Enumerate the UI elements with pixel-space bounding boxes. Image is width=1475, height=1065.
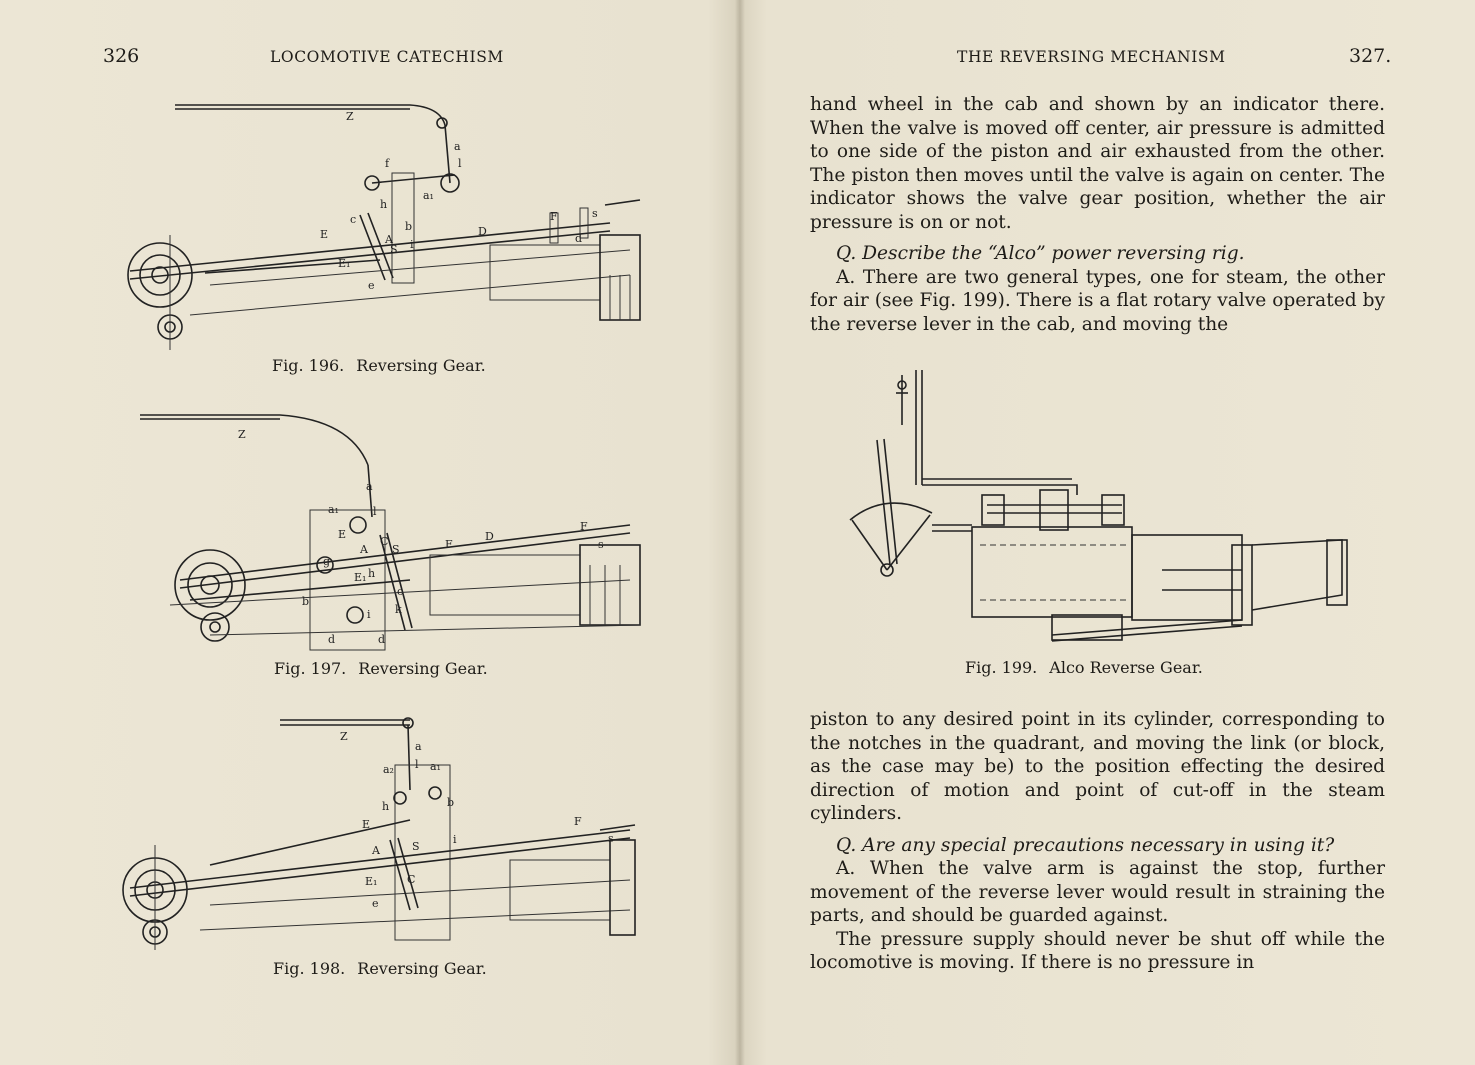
page-number: 326 [103, 45, 140, 67]
svg-text:b: b [405, 220, 412, 233]
svg-text:l: l [373, 505, 377, 518]
fig196-diagram: Z a l f a₁ h c b E A S i D F s d E₁ e [127, 104, 641, 350]
fig198-label: Fig. 198. [273, 959, 346, 978]
body-bottom: piston to any desired point in its cylin… [810, 708, 1385, 975]
fig199-title: Alco Reverse Gear. [1049, 658, 1203, 677]
svg-text:l: l [458, 157, 462, 170]
question: Q. Describe the “Alco” power reversing r… [836, 243, 1245, 264]
fig196-caption: Fig. 196. Reversing Gear. [272, 356, 486, 375]
svg-text:a: a [454, 140, 461, 153]
svg-text:i: i [410, 238, 414, 251]
svg-text:h: h [380, 198, 387, 211]
svg-text:a₁: a₁ [328, 503, 339, 516]
svg-text:F: F [574, 815, 582, 828]
svg-text:A: A [359, 543, 369, 556]
svg-text:h: h [368, 567, 375, 580]
svg-text:Z: Z [238, 428, 246, 441]
book-gutter [735, 0, 745, 1065]
svg-text:Z: Z [346, 110, 354, 123]
fig198-title: Reversing Gear. [357, 959, 487, 978]
svg-text:a: a [415, 740, 422, 753]
body-top: hand wheel in the cab and shown by an in… [810, 93, 1385, 336]
svg-text:F: F [550, 210, 558, 223]
svg-text:a₁: a₁ [423, 189, 434, 202]
svg-text:h: h [382, 800, 389, 813]
svg-text:s: s [592, 207, 598, 220]
paragraph: piston to any desired point in its cylin… [810, 709, 1385, 824]
right-page: THE REVERSING MECHANISM 327. hand wheel … [742, 0, 1475, 1065]
svg-text:d: d [378, 633, 385, 646]
svg-text:a: a [366, 480, 373, 493]
fig197-title: Reversing Gear. [358, 659, 488, 678]
svg-text:b: b [447, 796, 454, 809]
svg-text:E: E [320, 228, 328, 241]
fig197-caption: Fig. 197. Reversing Gear. [274, 659, 488, 678]
svg-text:b: b [302, 595, 309, 608]
svg-text:e: e [368, 279, 375, 292]
svg-text:i: i [453, 833, 457, 846]
svg-text:f: f [385, 157, 390, 170]
svg-text:l: l [415, 758, 419, 771]
fig196-title: Reversing Gear. [356, 356, 486, 375]
svg-text:D: D [485, 530, 494, 543]
svg-text:C: C [380, 535, 388, 548]
svg-text:c: c [397, 585, 403, 598]
running-head: LOCOMOTIVE CATECHISM [270, 48, 504, 66]
svg-text:S: S [392, 543, 400, 556]
svg-text:a₂: a₂ [383, 763, 394, 776]
svg-text:S: S [412, 840, 420, 853]
question: Q. Are any special precautions necessary… [836, 834, 1335, 856]
svg-text:s: s [598, 538, 604, 551]
fig199-diagram [849, 370, 1348, 642]
svg-text:C: C [407, 873, 415, 886]
svg-text:d: d [575, 232, 582, 245]
svg-text:F: F [445, 538, 453, 551]
answer: A. There are two general types, one for … [810, 266, 1385, 335]
svg-text:i: i [367, 608, 371, 621]
fig197-diagram: Z a a₁ l E A C S F D F s g E₁ h b i k c … [140, 414, 641, 651]
svg-text:S: S [390, 243, 398, 256]
svg-text:e: e [372, 897, 379, 910]
answer: A. When the valve arm is against the sto… [810, 858, 1385, 926]
paragraph: The pressure supply should never be shut… [810, 928, 1385, 974]
svg-text:d: d [328, 633, 335, 646]
svg-text:A: A [371, 844, 381, 857]
svg-text:E₁: E₁ [365, 875, 377, 888]
svg-text:c: c [350, 213, 356, 226]
svg-text:E₁: E₁ [338, 257, 350, 270]
svg-text:k: k [395, 603, 402, 616]
fig196-label: Fig. 196. [272, 356, 345, 375]
fig199-caption: Fig. 199. Alco Reverse Gear. [965, 658, 1203, 677]
fig198-diagram: Z a a₂ l a₁ h b E A S i F s C E₁ e [122, 717, 636, 950]
paragraph: hand wheel in the cab and shown by an in… [810, 94, 1385, 233]
running-head: THE REVERSING MECHANISM [957, 48, 1226, 66]
svg-text:F: F [580, 520, 588, 533]
svg-text:E: E [338, 528, 346, 541]
svg-text:E₁: E₁ [354, 571, 366, 584]
fig199-label: Fig. 199. [965, 658, 1038, 677]
fig197-label: Fig. 197. [274, 659, 347, 678]
svg-text:D: D [478, 225, 487, 238]
svg-text:a₁: a₁ [430, 760, 441, 773]
svg-text:E: E [362, 818, 370, 831]
fig198-caption: Fig. 198. Reversing Gear. [273, 959, 487, 978]
svg-text:A: A [384, 233, 394, 246]
page-number: 327. [1349, 45, 1392, 67]
svg-text:g: g [323, 555, 330, 568]
left-page: 326 LOCOMOTIVE CATECHISM [0, 0, 737, 1065]
svg-text:s: s [608, 832, 614, 845]
svg-text:Z: Z [340, 730, 348, 743]
